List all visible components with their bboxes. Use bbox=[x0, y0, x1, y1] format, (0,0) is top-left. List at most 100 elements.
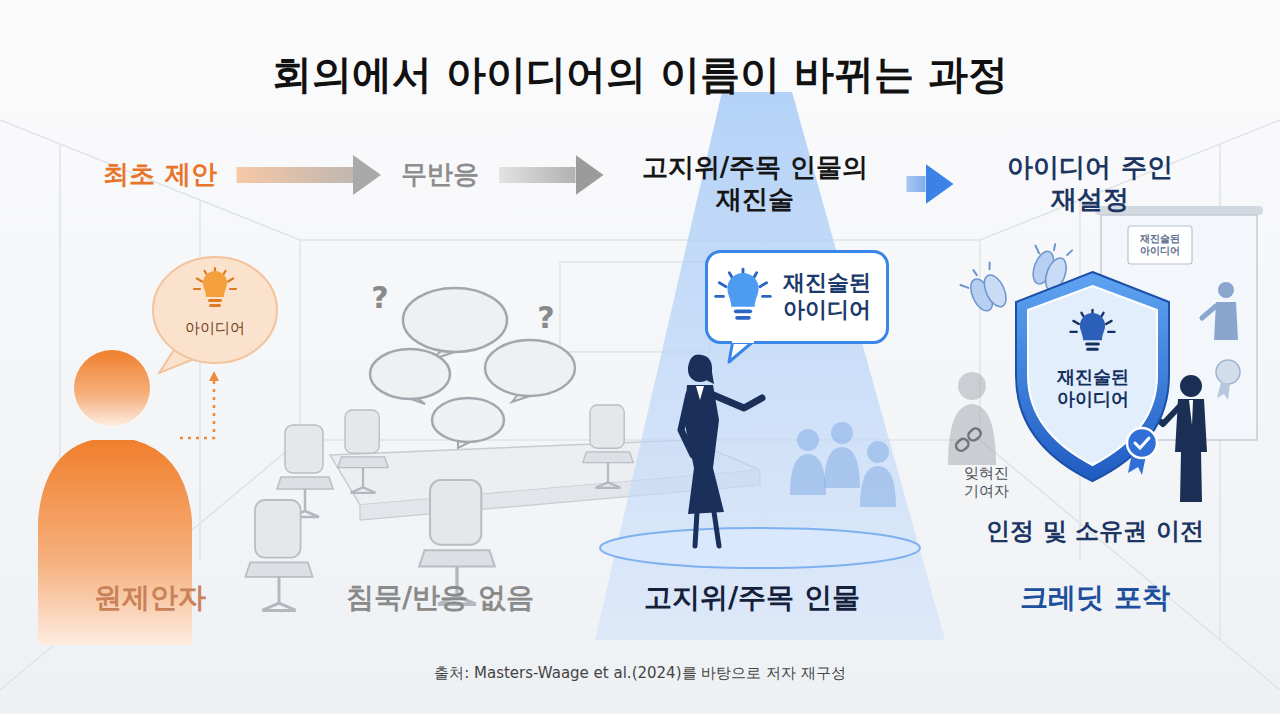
hand bbox=[980, 272, 1011, 310]
broken-link-icon bbox=[954, 427, 983, 453]
body bbox=[948, 404, 996, 465]
chair-back bbox=[255, 500, 301, 558]
bubble-body bbox=[432, 398, 504, 442]
bulb-glass bbox=[203, 271, 227, 297]
bulb-glass bbox=[1080, 313, 1105, 340]
clapping-hands bbox=[957, 262, 1010, 319]
body bbox=[38, 440, 192, 645]
head bbox=[958, 372, 986, 400]
spot-stage bbox=[600, 528, 920, 568]
node-text: 무반응 bbox=[401, 159, 479, 191]
bulb-ray bbox=[716, 295, 724, 298]
link bbox=[966, 427, 982, 443]
chair-seat bbox=[419, 550, 495, 566]
seal-ribbon bbox=[1217, 382, 1230, 400]
bulb-icon bbox=[716, 269, 771, 320]
forgotten-figure bbox=[948, 372, 996, 465]
bulb-base bbox=[735, 316, 751, 320]
listener-figure bbox=[824, 422, 860, 488]
label: 잊혀진 기여자 bbox=[954, 464, 1018, 500]
grey-speech-bubble bbox=[485, 340, 575, 402]
bulb-ray bbox=[760, 283, 767, 287]
chair-back bbox=[285, 425, 323, 473]
node-text: 최초 제안 bbox=[103, 159, 216, 191]
node-text: 아이디어 주인 재설정 bbox=[974, 152, 1207, 215]
head bbox=[74, 350, 150, 426]
bubble-body bbox=[403, 288, 507, 352]
chair-back bbox=[430, 480, 481, 545]
bulb-icon bbox=[1070, 310, 1114, 351]
motion-lines bbox=[1033, 238, 1072, 263]
chair-back bbox=[590, 405, 624, 448]
grey-speech-bubble bbox=[370, 349, 450, 404]
chair bbox=[338, 410, 388, 493]
bulb-base bbox=[209, 304, 221, 307]
bulb-glass bbox=[727, 273, 758, 307]
chair-leg bbox=[262, 577, 296, 611]
head bbox=[867, 441, 889, 463]
shield-outer bbox=[1016, 272, 1169, 481]
tail-cover bbox=[732, 339, 754, 343]
stage-label: 고지위/주목 인물의 재진술 bbox=[618, 148, 893, 219]
bulb-ray bbox=[230, 288, 236, 290]
chair bbox=[583, 405, 633, 488]
screen-card bbox=[1128, 226, 1192, 264]
node-text: 아이디어 bbox=[159, 319, 271, 337]
bulb-ray bbox=[719, 283, 726, 287]
flow-arrow bbox=[499, 167, 576, 183]
caption: 출처: Masters-Waage et al.(2024)를 바탕으로 저자 … bbox=[434, 664, 846, 682]
label: 원제안자 bbox=[94, 581, 206, 615]
label: ? bbox=[371, 280, 388, 316]
chair-leg bbox=[350, 468, 375, 493]
arm bbox=[681, 394, 693, 455]
bubble-body bbox=[707, 252, 888, 343]
head bbox=[1180, 375, 1202, 397]
head bbox=[797, 429, 819, 451]
bulb-ray bbox=[763, 295, 771, 298]
label: 인정 및 소유권 이전 bbox=[986, 517, 1203, 546]
node-shape bbox=[153, 257, 277, 363]
bulb-base bbox=[734, 309, 752, 313]
speaker-figure bbox=[681, 355, 762, 546]
room-line bbox=[0, 120, 1280, 240]
tie bbox=[1189, 400, 1193, 425]
stage-label: 최초 제안 bbox=[97, 155, 222, 195]
hair bbox=[688, 355, 714, 384]
bulb-ray bbox=[1106, 321, 1111, 324]
bulb-ray bbox=[1108, 331, 1114, 333]
chair-seat bbox=[338, 457, 388, 468]
bulb-ray bbox=[1073, 321, 1078, 324]
bubble-body bbox=[370, 349, 450, 399]
bulb-ray bbox=[228, 279, 233, 282]
shirt bbox=[696, 386, 704, 400]
head bbox=[1218, 282, 1234, 298]
legs bbox=[695, 512, 719, 546]
bulb-ray bbox=[1070, 331, 1076, 333]
node-text: 재진술된 아이디어 bbox=[1032, 366, 1153, 410]
link bbox=[954, 437, 970, 453]
label: 침묵/반응 없음 bbox=[346, 581, 534, 615]
chair-leg bbox=[595, 463, 620, 488]
node-text: 고지위/주목 인물의 재진술 bbox=[624, 152, 887, 215]
grey-speech-bubble bbox=[432, 398, 504, 448]
label: 재진술된 아이디어 bbox=[1132, 233, 1188, 257]
head bbox=[831, 422, 853, 444]
screen-figure bbox=[1202, 282, 1238, 340]
body bbox=[860, 466, 896, 507]
node-text: 재진술된 아이디어 bbox=[773, 270, 881, 324]
spotlight bbox=[595, 92, 945, 640]
chair-seat bbox=[277, 477, 333, 489]
dotted-leader bbox=[180, 376, 214, 438]
bulb-base bbox=[1085, 342, 1100, 345]
bulb-base bbox=[1086, 348, 1099, 351]
chair-back bbox=[345, 410, 379, 453]
arm bbox=[711, 394, 762, 408]
idea-bubble: 아이디어 bbox=[153, 257, 277, 363]
arm bbox=[1202, 306, 1216, 318]
body bbox=[1175, 399, 1207, 502]
flow-arrow bbox=[907, 176, 926, 192]
seal bbox=[1216, 360, 1240, 384]
chair-seat bbox=[583, 452, 633, 463]
listener-figure bbox=[860, 441, 896, 507]
